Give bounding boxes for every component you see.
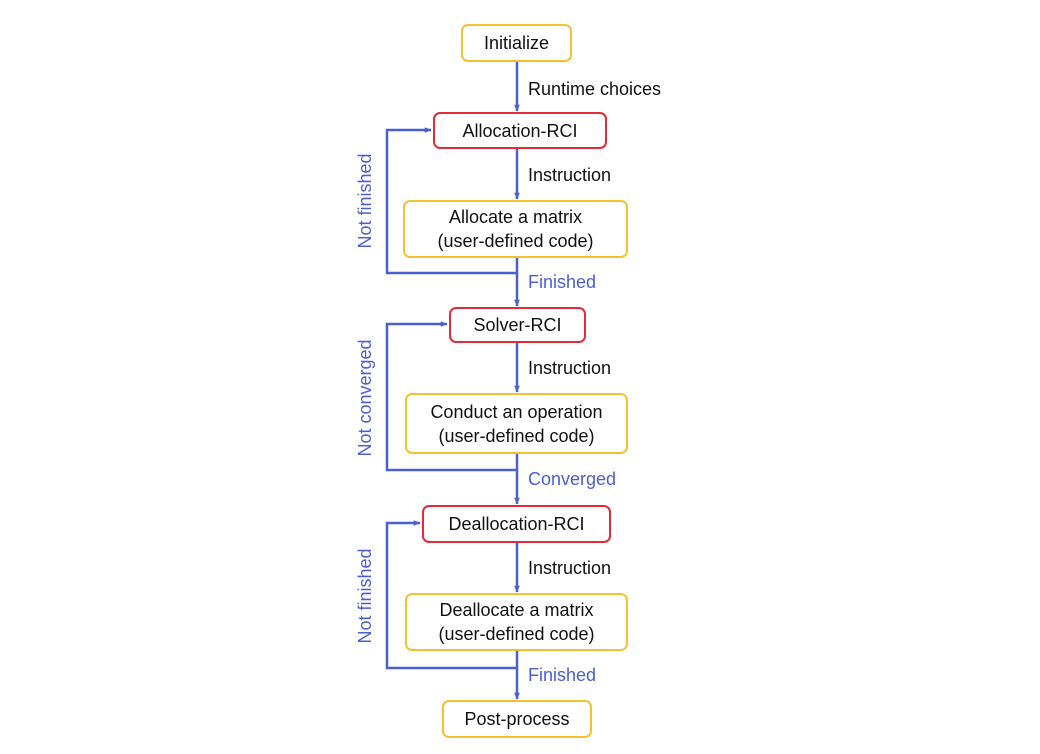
deallocation-rci-label: Deallocation-RCI — [448, 514, 585, 534]
instruction-label-3: Instruction — [528, 558, 612, 578]
loop-not-finished-2 — [385, 520, 517, 670]
instruction-label-1: Instruction — [528, 165, 612, 185]
allocation-rci-label: Allocation-RCI — [462, 120, 578, 141]
post-process-node: Post-process — [442, 700, 592, 738]
deallocate-matrix-line1: Deallocate a matrix — [439, 600, 594, 620]
not-converged-label: Not converged — [355, 339, 375, 457]
allocation-rci-node: Allocation-RCI — [433, 112, 607, 149]
instruction-label-2: Instruction — [528, 358, 612, 378]
not-finished-label-1: Not finished — [355, 153, 375, 249]
finished-label-2: Finished — [528, 665, 597, 685]
solver-rci-label: Solver-RCI — [473, 315, 562, 335]
solver-rci-node: Solver-RCI — [449, 307, 586, 343]
allocate-matrix-node: Allocate a matrix (user-defined code) — [403, 200, 628, 258]
runtime-choices-label: Runtime choices — [528, 79, 662, 99]
loop-not-converged — [385, 321, 517, 472]
initialize-node: Initialize — [461, 24, 572, 62]
conduct-operation-node: Conduct an operation (user-defined code) — [405, 393, 628, 454]
loop-not-finished-1 — [385, 127, 517, 275]
deallocate-matrix-node: Deallocate a matrix (user-defined code) — [405, 593, 628, 651]
finished-label-1: Finished — [528, 272, 597, 292]
post-process-label: Post-process — [464, 709, 570, 729]
deallocate-matrix-line2: (user-defined code) — [438, 624, 595, 644]
converged-label: Converged — [528, 469, 617, 489]
allocate-matrix-line2: (user-defined code) — [437, 231, 594, 251]
deallocation-rci-node: Deallocation-RCI — [422, 505, 611, 543]
initialize-label: Initialize — [483, 33, 550, 53]
allocate-matrix-line1: Allocate a matrix — [448, 207, 583, 227]
not-finished-label-2: Not finished — [355, 548, 375, 644]
conduct-operation-line2: (user-defined code) — [438, 425, 595, 446]
conduct-operation-line1: Conduct an operation — [430, 401, 603, 422]
